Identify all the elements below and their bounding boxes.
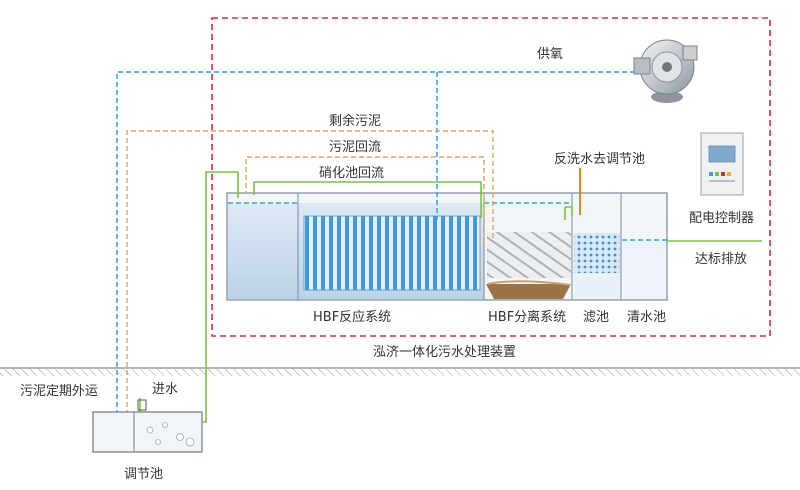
label-sludge-transport: 污泥定期外运: [20, 384, 99, 399]
label-integrated-device: 泓济一体化污水处理装置: [373, 345, 517, 360]
blower-icon: [633, 39, 698, 103]
clear-water: [623, 240, 666, 299]
label-filter-tank: 滤池: [583, 310, 610, 325]
label-backwash: 反洗水去调节池: [554, 152, 646, 167]
equalization-tank: [92, 399, 203, 453]
label-power-controller: 配电控制器: [689, 211, 755, 226]
control-cabinet-icon: [700, 132, 744, 196]
separation-zone: [486, 232, 571, 299]
label-clear-water: 清水池: [627, 310, 667, 325]
label-nitrification-return: 硝化池回流: [319, 166, 385, 181]
label-water-inlet: 进水: [152, 382, 179, 397]
device-boundary: [211, 17, 771, 337]
hbf-module-bank: [303, 215, 481, 291]
label-equalization-tank: 调节池: [124, 467, 164, 482]
label-discharge: 达标排放: [695, 252, 748, 267]
ground-line: [0, 367, 800, 376]
air-supply-line: [116, 71, 667, 448]
label-excess-sludge: 剩余污泥: [329, 114, 382, 129]
sludge-lines: [126, 130, 494, 418]
label-oxygen-supply: 供氧: [537, 47, 564, 62]
label-hbf-reaction: HBF反应系统: [313, 310, 392, 325]
label-sludge-return: 污泥回流: [329, 140, 382, 155]
filter-media: [574, 233, 620, 299]
label-hbf-separation: HBF分离系统: [488, 310, 567, 325]
